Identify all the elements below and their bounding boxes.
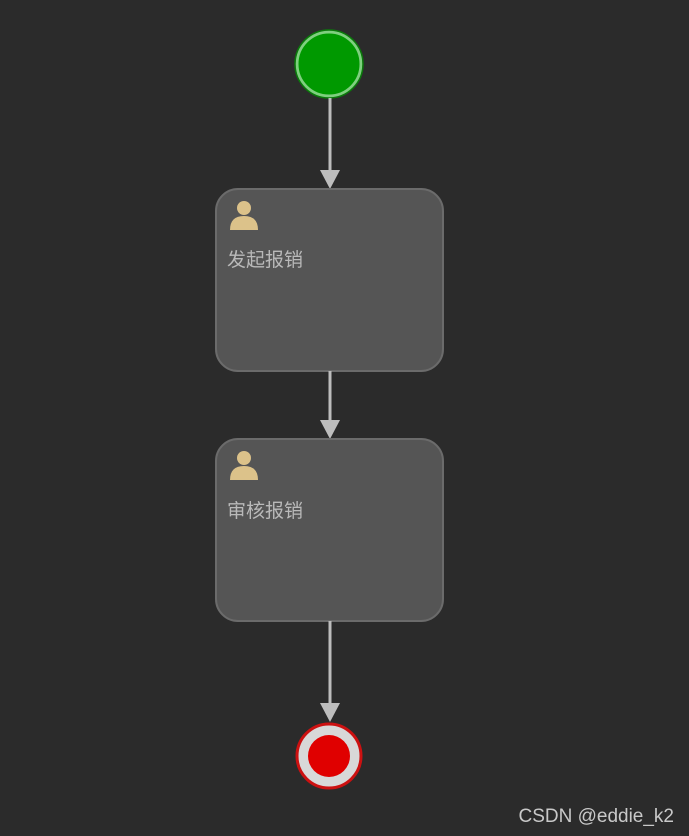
sequence-flow-start-to-task1[interactable] — [320, 98, 340, 189]
start-event[interactable] — [294, 29, 364, 99]
task-label: 审核报销 — [227, 500, 303, 522]
sequence-flow-task1-to-task2[interactable] — [320, 371, 340, 439]
watermark: CSDN @eddie_k2 — [518, 806, 674, 827]
user-task-2[interactable]: 审核报销 — [215, 438, 444, 622]
task-label: 发起报销 — [227, 249, 303, 271]
sequence-flow-task2-to-end[interactable] — [320, 621, 340, 722]
user-icon — [230, 451, 258, 480]
end-event[interactable] — [295, 722, 363, 790]
user-icon — [230, 201, 258, 230]
user-task-1[interactable]: 发起报销 — [215, 188, 444, 372]
